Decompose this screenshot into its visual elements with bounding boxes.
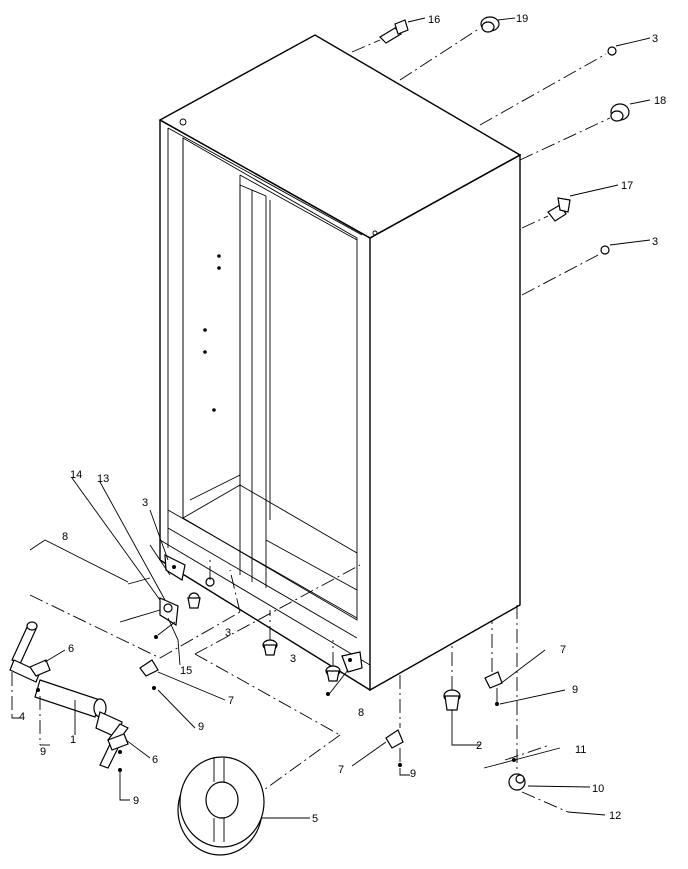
callout-13: 13 [97,473,109,485]
callout-7: 7 [560,644,566,656]
callout-1: 1 [70,734,76,746]
insulation-ring [177,756,310,856]
callout-11: 11 [575,744,586,756]
callout-9: 9 [410,768,416,780]
callout-5: 5 [312,813,318,825]
callout-labels: 16 19 3 18 17 3 14 13 3 8 6 15 3 3 7 7 9… [19,13,666,825]
callout-7: 7 [228,695,234,707]
callout-4: 4 [19,711,25,723]
callout-6: 6 [152,754,158,766]
callout-6: 6 [68,643,74,655]
callout-9: 9 [572,684,578,696]
callout-8: 8 [62,531,68,543]
callout-3: 3 [652,236,658,248]
callout-9: 9 [133,795,139,807]
callout-18: 18 [654,95,666,107]
callout-9: 9 [40,746,46,758]
hinge-area [29,477,361,801]
tube-assembly [9,617,226,801]
rear-fittings [351,16,651,296]
callout-14: 14 [70,469,82,481]
callout-17: 17 [621,180,633,192]
callout-19: 19 [516,13,528,25]
callout-12: 12 [609,810,621,822]
callout-16: 16 [428,14,440,26]
callout-7: 7 [338,764,344,776]
callout-3: 3 [142,497,148,509]
callout-8: 8 [358,707,364,719]
leveling-legs [262,605,606,816]
cabinet [158,34,522,692]
callout-9: 9 [198,721,204,733]
callout-3: 3 [652,33,658,45]
callout-2: 2 [476,740,482,752]
callout-15: 15 [180,665,192,677]
callout-3: 3 [225,627,231,639]
callout-10: 10 [592,783,604,795]
callout-3: 3 [290,653,296,665]
